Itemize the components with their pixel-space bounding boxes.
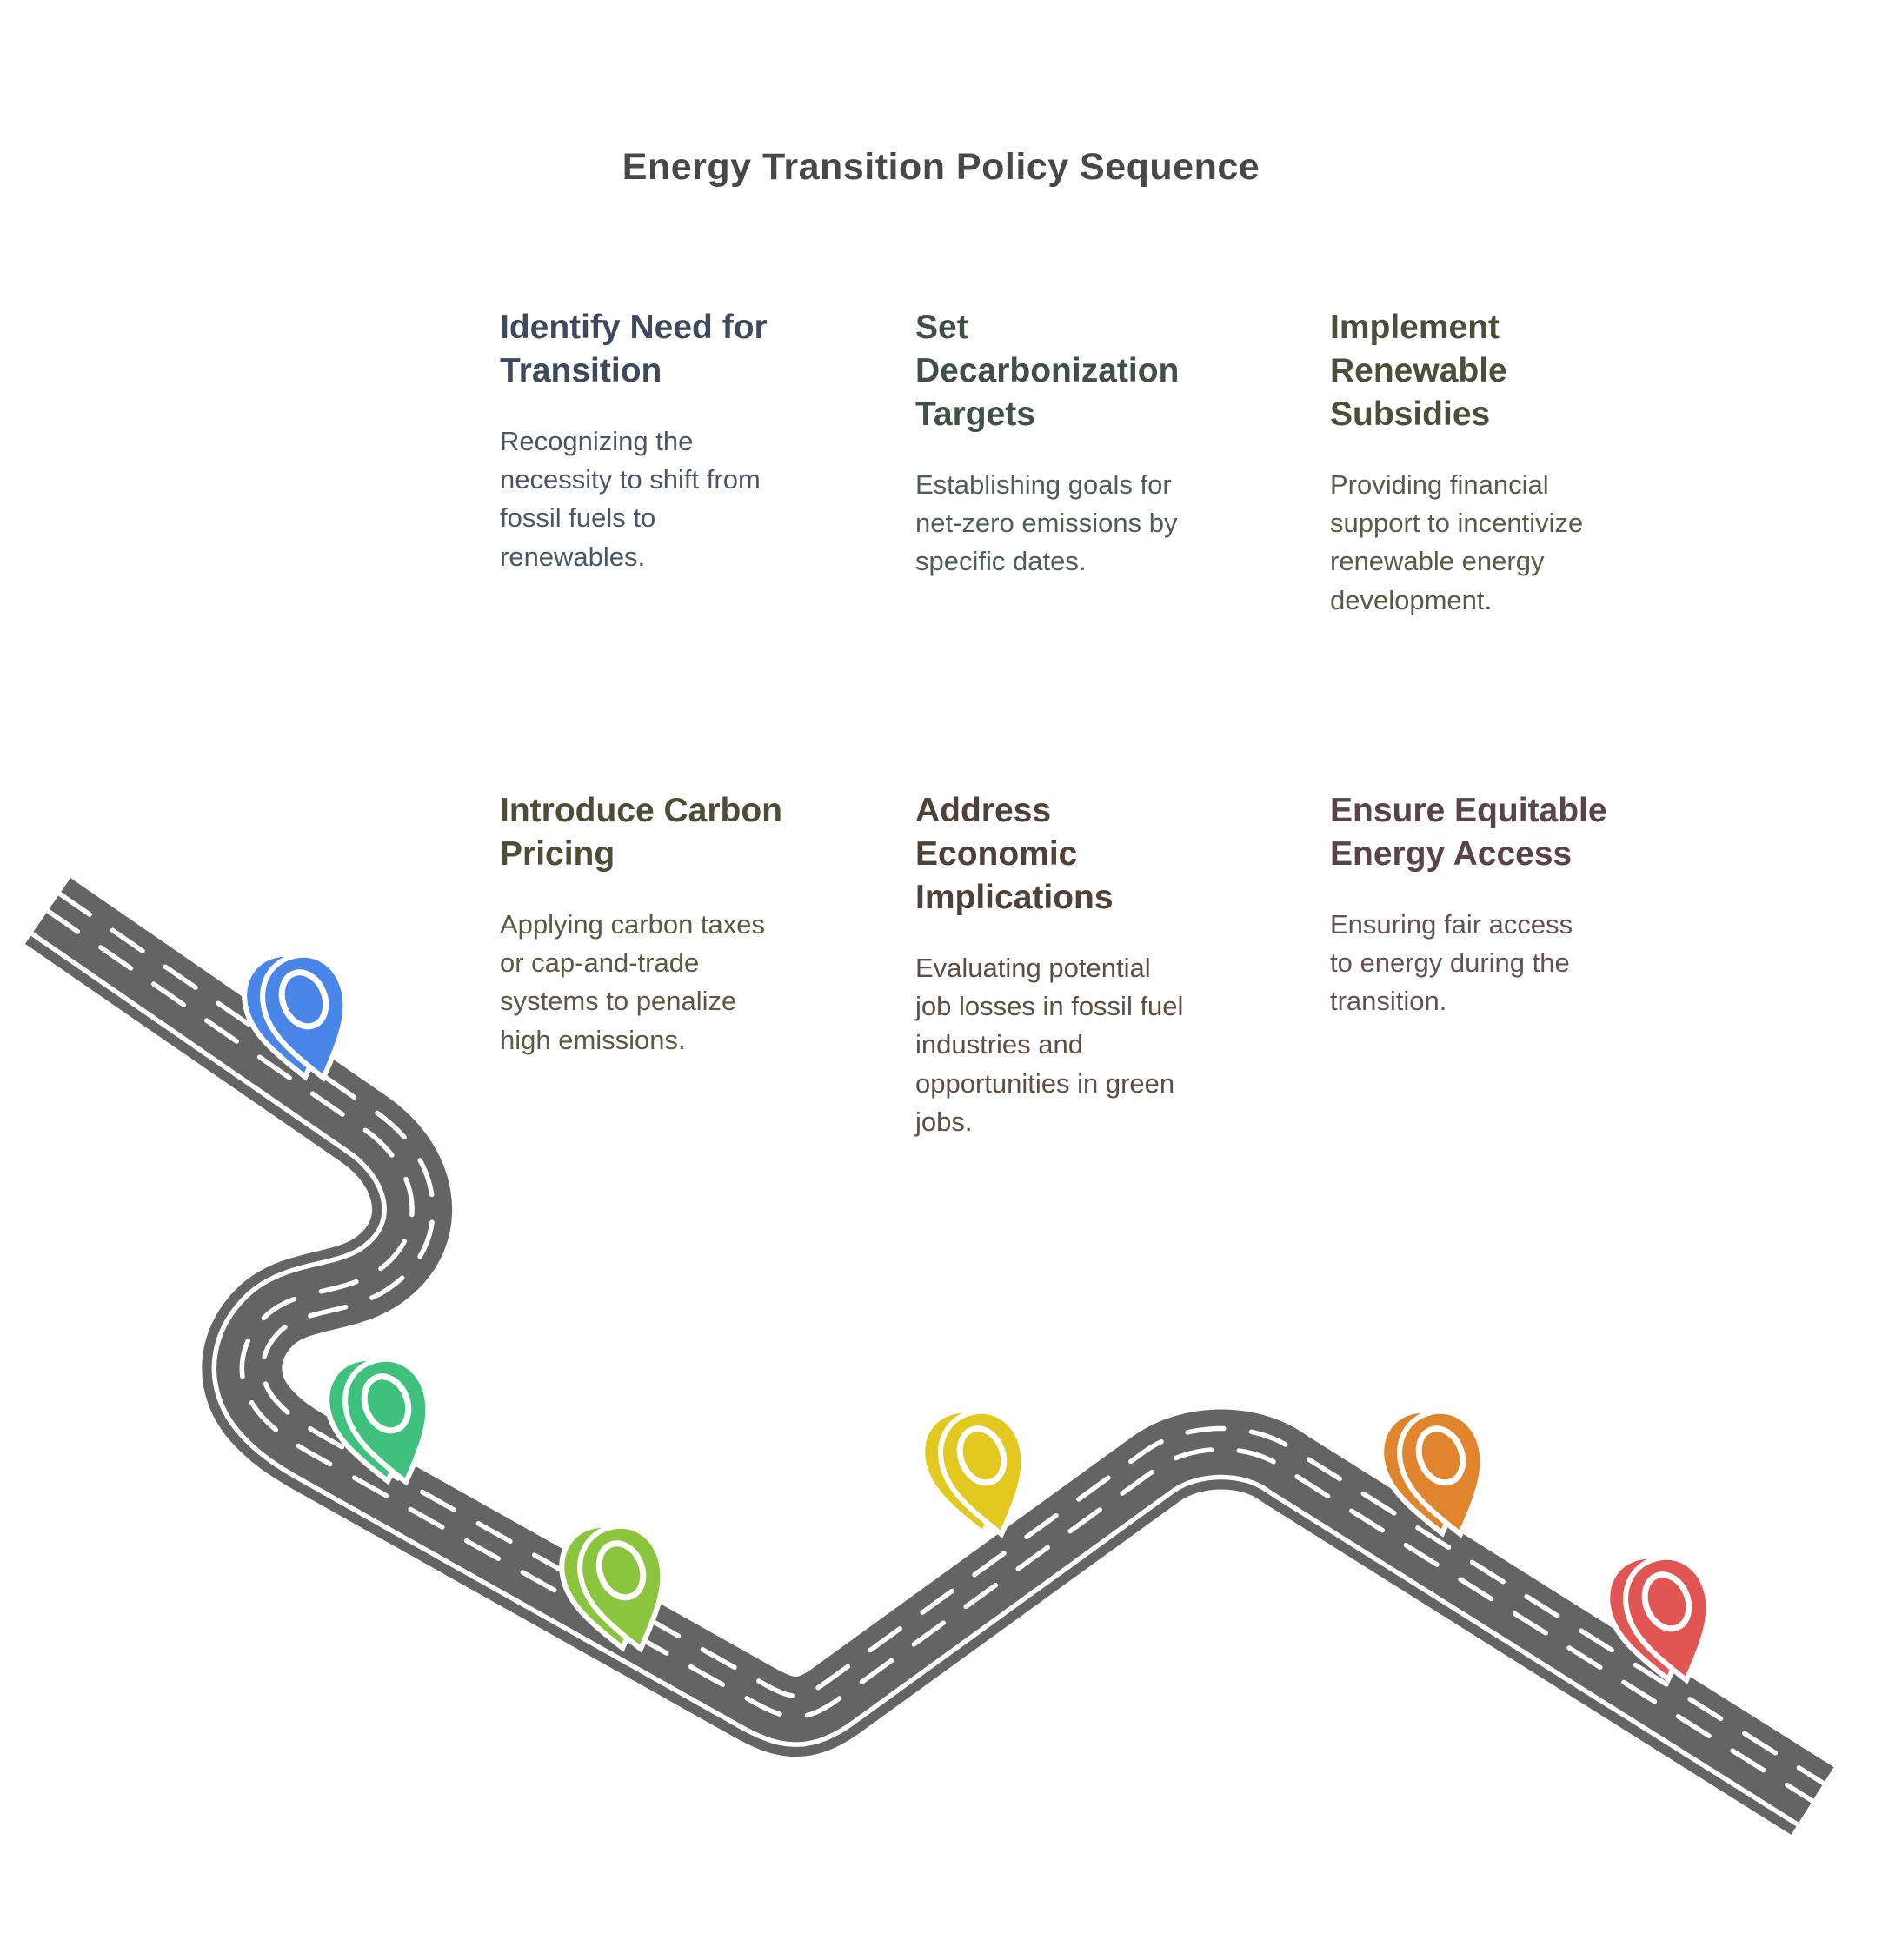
page-title: Energy Transition Policy Sequence	[622, 146, 1260, 188]
step-heading: Identify Need for Transition	[500, 309, 768, 389]
step-card-equitable-access: Ensure Equitable Energy Access Ensuring …	[1330, 789, 1643, 1021]
step-heading: Ensure Equitable Energy Access	[1330, 792, 1607, 873]
step-description: Establishing goals for net-zero emission…	[915, 468, 1178, 577]
pin-hole	[595, 1540, 647, 1601]
location-pin-icon	[1379, 1407, 1486, 1538]
pin-hole	[1641, 1571, 1692, 1632]
location-pin-icon	[920, 1407, 1027, 1538]
pin-hole	[956, 1425, 1008, 1486]
step-description: Ensuring fair access to energy during th…	[1330, 908, 1573, 1017]
step-heading: Implement Renewable Subsidies	[1330, 309, 1507, 433]
location-pin-icon	[559, 1522, 666, 1653]
location-pin-icon	[1605, 1553, 1712, 1684]
pin-hole	[1415, 1425, 1466, 1486]
step-heading: Introduce Carbon Pricing	[500, 792, 783, 873]
location-pin-icon	[242, 951, 349, 1082]
pin-hole	[278, 969, 329, 1030]
step-description: Recognizing the necessity to shift from …	[500, 425, 761, 572]
step-card-identify-need: Identify Need for Transition Recognizing…	[500, 306, 813, 576]
location-pin-icon	[324, 1355, 431, 1486]
pin-hole	[361, 1373, 412, 1434]
step-card-carbon-pricing: Introduce Carbon Pricing Applying carbon…	[500, 789, 813, 1060]
road-lane-dashed-center	[45, 908, 1815, 1804]
step-card-decarbonization-targets: Set Decarbonization Targets Establishing…	[915, 306, 1228, 581]
map-pins	[242, 951, 1712, 1684]
step-heading: Address Economic Implications	[915, 792, 1114, 916]
step-card-renewable-subsidies: Implement Renewable Subsidies Providing …	[1330, 306, 1643, 620]
step-description: Evaluating potential job losses in fossi…	[915, 952, 1184, 1138]
road-edge-line	[30, 931, 1800, 1827]
step-card-economic-implications: Address Economic Implications Evaluating…	[915, 789, 1228, 1141]
step-description: Providing financial support to incentivi…	[1330, 468, 1584, 615]
step-description: Applying carbon taxes or cap-and-trade s…	[500, 908, 766, 1055]
step-heading: Set Decarbonization Targets	[915, 309, 1180, 433]
road-lane-dashed-top	[57, 891, 1826, 1786]
